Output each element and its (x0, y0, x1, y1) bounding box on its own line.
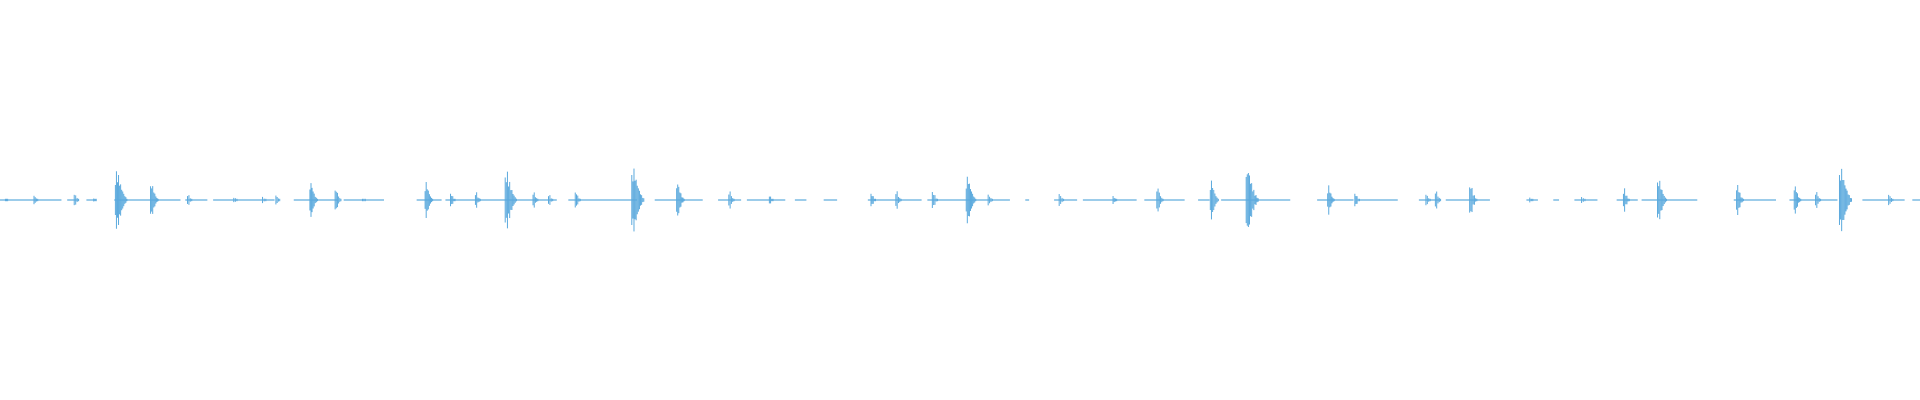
waveform-segment (293, 199, 338, 201)
waveform-segment (718, 199, 742, 201)
waveform-segment (114, 199, 181, 201)
waveform-segment (1198, 199, 1210, 201)
waveform-segment (1025, 199, 1030, 201)
waveform-segment (1317, 199, 1354, 201)
waveform-segment (1526, 199, 1538, 201)
waveform-segment (568, 199, 638, 201)
waveform-segment (823, 199, 838, 201)
waveform-segment (445, 199, 557, 201)
waveform-segment (1553, 199, 1560, 201)
waveform-segment (1641, 199, 1698, 201)
waveform-segment (1082, 199, 1137, 201)
waveform-segment (867, 199, 922, 201)
waveform-segment (0, 199, 62, 201)
waveform-baseline-group (0, 199, 1920, 201)
waveform-segment (213, 199, 275, 201)
waveform-segment (1733, 199, 1776, 201)
waveform-segment (67, 199, 79, 201)
waveform-segment (1789, 199, 1838, 201)
waveform-segment (1144, 199, 1185, 201)
waveform-segment (1054, 199, 1078, 201)
waveform-segment (1445, 199, 1490, 201)
waveform-segment (1418, 199, 1440, 201)
waveform-peaks-group (4, 168, 1894, 232)
waveform-segment (185, 199, 208, 201)
waveform-segment (794, 199, 807, 201)
waveform-segment (746, 199, 786, 201)
waveform-segment (1912, 199, 1920, 201)
waveform-segment (1574, 199, 1598, 201)
waveform-segment (1862, 199, 1905, 201)
waveform-segment (86, 199, 96, 201)
waveform-segment (1359, 199, 1398, 201)
